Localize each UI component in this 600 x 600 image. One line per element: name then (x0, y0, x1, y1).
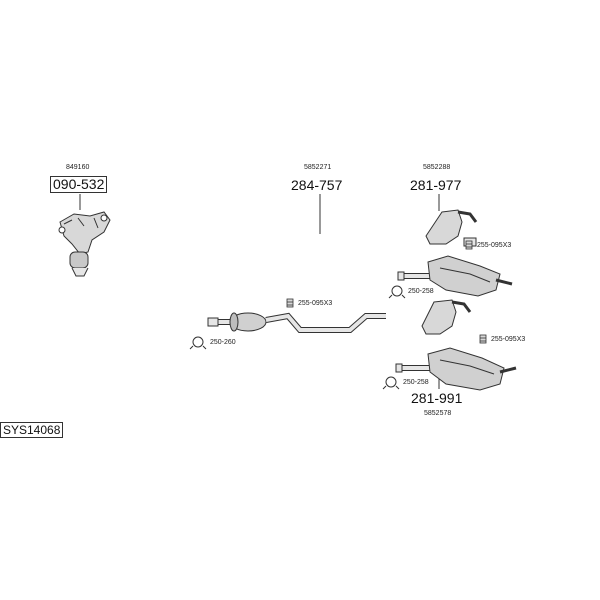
clamp-label-mid[interactable]: 250-260 (210, 339, 236, 346)
clamp-label-lower[interactable]: 250-258 (403, 379, 429, 386)
manifold-catalyst-part[interactable] (58, 211, 111, 277)
rubber-mount-icon (479, 334, 487, 344)
middle-pipe-part[interactable] (207, 312, 386, 333)
clamp-label-upper[interactable]: 250-258 (408, 288, 434, 295)
part-number-rear-upper[interactable]: 281-977 (410, 177, 462, 193)
mount-label-lower[interactable]: 255-095X3 (491, 336, 526, 343)
part-number-middle-pipe[interactable]: 284-757 (291, 177, 343, 193)
part-number-rear-lower[interactable]: 281-991 (411, 390, 463, 406)
ref-manifold: 849160 (66, 164, 90, 171)
system-code: SYS14068 (0, 422, 64, 438)
mount-label-upper[interactable]: 255-095X3 (477, 242, 512, 249)
clamp-icon (382, 376, 400, 390)
ref-rear-upper: 5852288 (423, 164, 451, 171)
clamp-icon (189, 336, 207, 350)
rubber-mount-icon (465, 240, 473, 250)
ref-middle-pipe: 5852271 (304, 164, 332, 171)
rear-silencer-upper-part[interactable] (397, 209, 513, 297)
mount-label-mid[interactable]: 255-095X3 (298, 300, 333, 307)
clamp-icon (388, 285, 406, 299)
rubber-mount-icon (286, 298, 294, 308)
rear-silencer-lower-part[interactable] (395, 299, 517, 391)
part-number-manifold[interactable]: 090-532 (50, 176, 108, 193)
ref-rear-lower: 5852578 (424, 410, 452, 417)
